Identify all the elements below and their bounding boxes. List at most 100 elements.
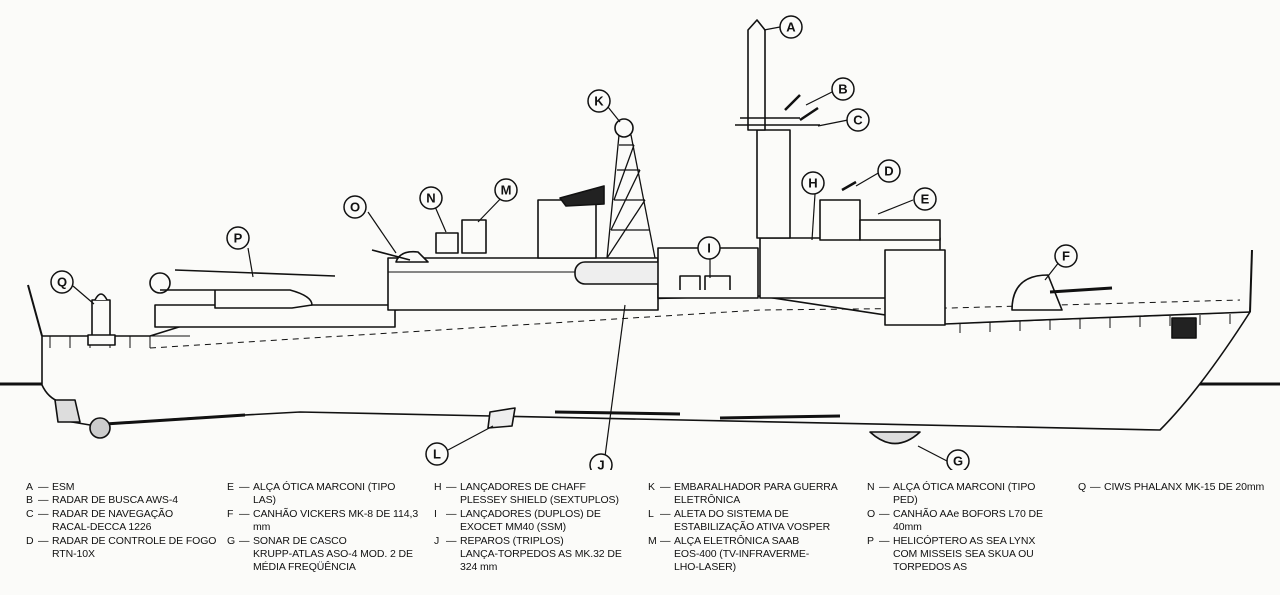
callout-circle-k — [587, 89, 611, 113]
bilge-keel-2 — [719, 414, 841, 420]
legend-item-b: B —RADAR DE BUSCA AWS-4 — [26, 494, 216, 507]
radar-antennas — [784, 94, 857, 192]
mast-top — [747, 19, 766, 131]
legend-key: N — [867, 481, 875, 493]
legend-separator: — — [879, 534, 890, 547]
legend-text: ALETA DO SISTEMA DE ESTABILIZAÇÃO ATIVA … — [674, 507, 831, 534]
callout-label-a: A — [786, 20, 796, 35]
legend-separator: — — [660, 507, 671, 520]
callout-label-b: B — [838, 82, 847, 97]
callout-circle-i — [697, 236, 721, 260]
bridge-wing — [859, 219, 941, 241]
legend-separator: — — [879, 507, 890, 520]
callout-circle-m — [494, 178, 518, 202]
legend-text: EMBARALHADOR PARA GUERRA ELETRÔNICA — [674, 481, 838, 507]
lattice-mast — [606, 134, 656, 259]
legend-item-o: O—CANHÃO AAe BOFORS L70 DE 40mm — [867, 508, 1043, 535]
legend-text: SONAR DE CASCO KRUPP-ATLAS ASO-4 MOD. 2 … — [253, 534, 413, 574]
callout-label-i: I — [707, 241, 711, 256]
legend-separator: — — [660, 481, 671, 493]
legend-text: RADAR DE CONTROLE DE FOGO RTN-10X — [52, 534, 217, 561]
legend-key: L — [648, 507, 654, 520]
legend-key: Q — [1078, 481, 1087, 493]
legend-item-h: H—LANÇADORES DE CHAFF PLESSEY SHIELD (SE… — [434, 481, 622, 508]
legend-text: REPAROS (TRIPLOS) LANÇA-TORPEDOS AS MK.3… — [460, 534, 622, 574]
legend-key: I — [434, 507, 437, 520]
callout-label-l: L — [433, 447, 441, 462]
legend-separator: — — [38, 534, 49, 547]
legend-separator: — — [446, 534, 457, 547]
legend-key: F — [227, 507, 234, 520]
callout-circle-b — [831, 77, 855, 101]
callout-label-c: C — [853, 113, 863, 128]
callout-label-k: K — [594, 94, 604, 109]
deck-dashed-line — [149, 299, 1241, 349]
callout-circle-g — [946, 449, 970, 470]
callout-circle-j — [589, 453, 613, 470]
main-gun-barrel — [1049, 286, 1113, 294]
callout-circle-d — [877, 159, 901, 183]
legend-item-q: Q—CIWS PHALANX MK-15 DE 20mm — [1078, 481, 1264, 494]
callout-label-p: P — [234, 231, 243, 246]
mast-yard — [735, 117, 820, 126]
callout-label-q: Q — [57, 275, 67, 290]
legend-separator: — — [239, 481, 250, 493]
legend-item-p: P—HELICÓPTERO AS SEA LYNX COM MISSEIS SE… — [867, 535, 1043, 575]
callout-circle-p — [226, 226, 250, 250]
legend-text: RADAR DE NAVEGAÇÃO RACAL-DECCA 1226 — [52, 507, 174, 534]
callout-circle-h — [801, 171, 825, 195]
legend-item-n: N—ALÇA ÓTICA MARCONI (TIPO PED) — [867, 481, 1043, 508]
legend-item-i: I —LANÇADORES (DUPLOS) DE EXOCET MM40 (SS… — [434, 508, 622, 535]
legend-text: LANÇADORES (DUPLOS) DE EXOCET MM40 (SSM) — [460, 507, 601, 534]
propeller-shaft — [89, 413, 246, 427]
legend-key: A — [26, 481, 33, 493]
exocet-launchers — [679, 275, 731, 290]
callout-label-h: H — [808, 176, 817, 191]
legend-separator: — — [38, 494, 49, 507]
callout-circle-f — [1054, 244, 1078, 268]
callout-label-g: G — [953, 454, 963, 469]
callout-label-f: F — [1062, 249, 1070, 264]
phalanx-dome — [94, 293, 108, 301]
legend-item-f: F—CANHÃO VICKERS MK-8 DE 114,3 mm — [227, 508, 418, 535]
stern-ensign-staff — [27, 284, 43, 337]
forward-deckhouse — [884, 249, 946, 326]
legend-separator: — — [38, 481, 49, 493]
legend-text: ALÇA ÓTICA MARCONI (TIPO PED) — [893, 481, 1036, 507]
director-m — [461, 219, 487, 254]
legend-text: RADAR DE BUSCA AWS-4 — [52, 494, 178, 507]
legend-item-c: C—RADAR DE NAVEGAÇÃO RACAL-DECCA 1226 — [26, 508, 216, 535]
legend-key: M — [648, 534, 657, 547]
sonar-dome — [869, 431, 921, 445]
legend-key: D — [26, 534, 34, 547]
callout-circle-a — [779, 15, 803, 39]
bow-jackstaff — [1249, 249, 1253, 313]
legend-item-l: L —ALETA DO SISTEMA DE ESTABILIZAÇÃO ATIV… — [648, 508, 838, 535]
callout-label-n: N — [426, 191, 435, 206]
callout-label-m: M — [501, 183, 512, 198]
legend-text: ALÇA ÓTICA MARCONI (TIPO LAS) — [253, 481, 396, 507]
legend-column-6: Q—CIWS PHALANX MK-15 DE 20mm — [1078, 481, 1264, 494]
funnel — [537, 199, 597, 259]
legend-text: HELICÓPTERO AS SEA LYNX COM MISSEIS SEA … — [893, 534, 1036, 574]
bridge-top — [819, 199, 861, 241]
callout-circle-o — [343, 195, 367, 219]
ew-jammer-dome — [614, 118, 634, 138]
pennant-number — [1171, 317, 1197, 339]
propeller — [89, 417, 111, 439]
legend-text: CANHÃO VICKERS MK-8 DE 114,3 mm — [253, 507, 419, 534]
legend-key: J — [434, 534, 440, 547]
callout-circle-l — [425, 442, 449, 466]
legend-item-d: D —RADAR DE CONTROLE DE FOGO RTN-10X — [26, 535, 216, 562]
rudder — [54, 399, 81, 423]
main-gun-turret — [1011, 274, 1063, 311]
legend-separator: — — [446, 507, 457, 520]
legend-separator: — — [1090, 481, 1101, 493]
legend-text: ESM — [52, 481, 75, 493]
legend-key: B — [26, 494, 33, 507]
helicopter — [160, 269, 336, 309]
funnel-cap — [559, 185, 605, 207]
